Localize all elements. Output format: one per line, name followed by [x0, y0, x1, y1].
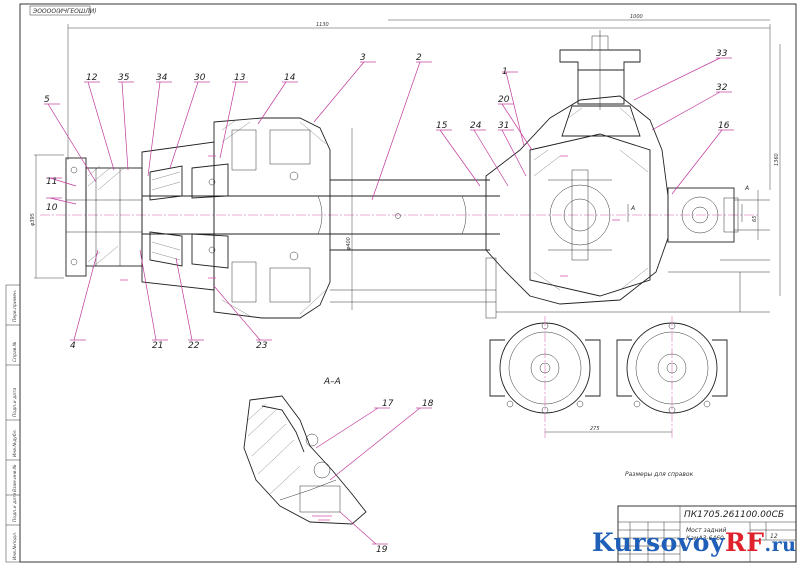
margin-label-7: Перв.примен.	[12, 290, 18, 322]
left-margin-strip	[5, 284, 21, 563]
callout-22: 22	[188, 341, 200, 351]
callout-24: 24	[470, 121, 482, 131]
callout-31: 31	[498, 121, 509, 131]
callout-2: 2	[416, 53, 422, 63]
margin-label-1: Инв.№подл.	[12, 532, 18, 560]
dim-small-right: 65	[752, 216, 758, 222]
left-margin-cells	[6, 324, 20, 526]
callout-4: 4	[70, 341, 76, 351]
callout-10: 10	[46, 203, 58, 213]
margin-label-4: Инв.№дубл.	[12, 429, 18, 457]
callout-34: 34	[156, 73, 168, 83]
callout-20: 20	[498, 95, 510, 105]
watermark-part-b: RF	[725, 528, 765, 557]
section-a-a-view	[243, 395, 367, 525]
callout-21: 21	[152, 341, 163, 351]
margin-label-2: Подп.и дата	[12, 493, 18, 522]
callout-18: 18	[422, 399, 434, 409]
margin-label-3: Взам.инв.№	[12, 464, 18, 492]
callout-35: 35	[118, 73, 130, 83]
sheet-frame	[19, 3, 797, 563]
section-marker-left: А	[630, 205, 635, 212]
title-block-sheet-number: 12	[770, 533, 778, 540]
title-block-name-2: КамАЗ-6460	[686, 535, 724, 542]
dim-housing-diameter: φ400	[346, 237, 352, 250]
wheel-hub	[65, 117, 331, 319]
section-title: А–А	[323, 377, 341, 387]
dim-overall-width: 1130	[316, 22, 329, 28]
watermark-logo: KursovoyRF.ru	[592, 528, 796, 562]
callout-23: 23	[256, 341, 268, 351]
title-block	[617, 505, 797, 563]
callout-13: 13	[234, 73, 246, 83]
callout-15: 15	[436, 121, 448, 131]
section-marker-right: А	[744, 185, 749, 192]
title-block-name-1: Мост задний	[686, 527, 726, 534]
axle-shaft	[142, 179, 500, 303]
dim-axle-span: 275	[590, 426, 600, 432]
corner-stamp-box	[29, 5, 91, 16]
dim-top-right: 1000	[630, 14, 643, 20]
corner-stamp: ЭОООО(ИЧГЕОШЛИ)	[32, 8, 97, 15]
callout-16: 16	[718, 121, 730, 131]
dim-flange-diameter: φ395	[30, 213, 36, 226]
callout-5: 5	[44, 95, 50, 105]
callout-11: 11	[46, 177, 57, 187]
callout-19: 19	[376, 545, 388, 555]
margin-label-6: Справ.№	[12, 341, 18, 362]
notes-text: Размеры для справок	[625, 471, 694, 478]
margin-label-5: Подп.и дата	[12, 388, 18, 417]
title-block-code: ПК1705.261100.00СБ	[684, 510, 784, 520]
final-drive	[485, 30, 770, 319]
callout-3: 3	[360, 53, 366, 63]
callout-17: 17	[382, 399, 394, 409]
watermark-part-a: Kursovoy	[592, 528, 726, 557]
watermark-part-c: .ru	[764, 534, 797, 556]
callout-14: 14	[284, 73, 296, 83]
callout-32: 32	[716, 83, 728, 93]
callout-1: 1	[502, 67, 508, 77]
callout-30: 30	[194, 73, 206, 83]
callout-33: 33	[716, 49, 728, 59]
callout-12: 12	[86, 73, 98, 83]
dim-right-height: 1360	[774, 153, 780, 166]
callout-leaders	[44, 57, 734, 545]
